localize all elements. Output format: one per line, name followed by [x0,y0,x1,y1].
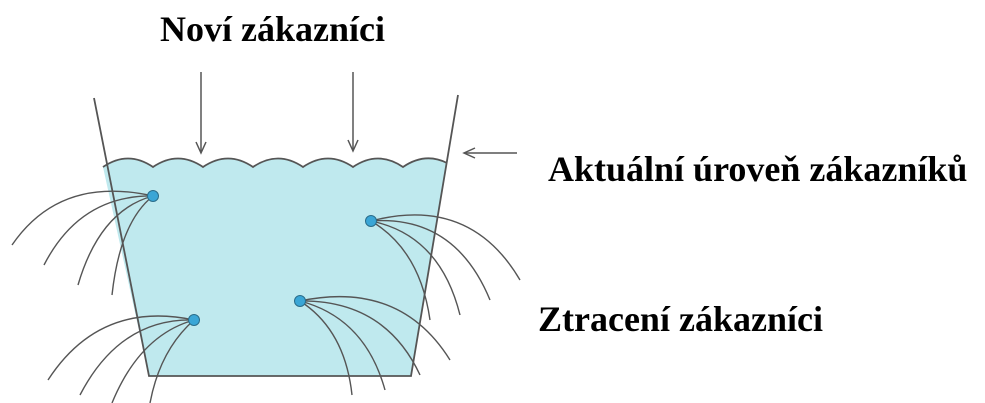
leak-hole-icon [148,191,159,202]
new-customers-label: Noví zákazníci [160,8,385,50]
inflow-arrow-left [196,72,206,153]
current-level-label: Aktuální úroveň zákazníků [548,148,967,190]
lost-customers-label: Ztracení zákazníci [538,298,823,340]
leak-hole-icon [295,296,306,307]
leak-hole-icon [189,315,200,326]
level-pointer-arrow [464,148,517,158]
leak-hole-icon [366,216,377,227]
inflow-arrow-right [348,72,358,151]
